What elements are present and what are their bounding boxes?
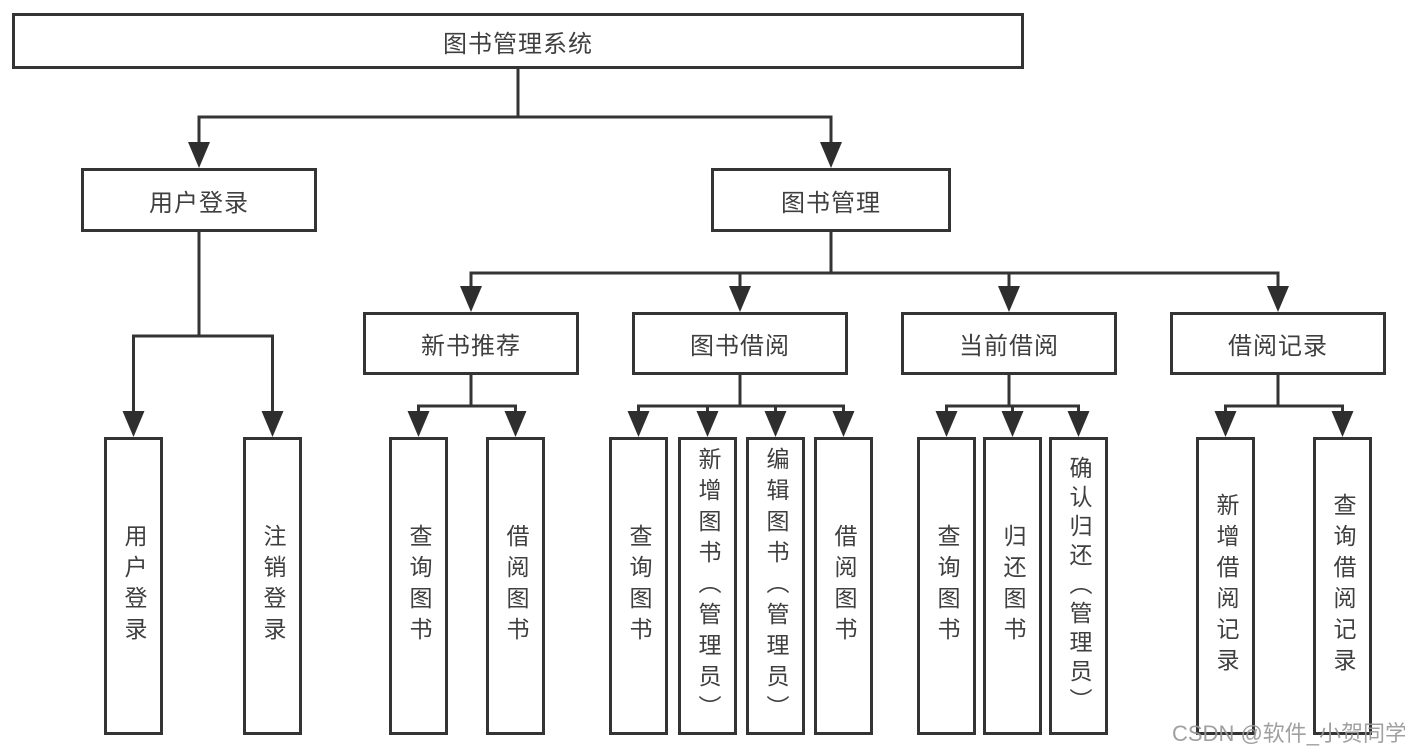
node-user-login-label: 用户登录 [149,189,249,217]
node-user-login: 用户登录 [81,168,317,232]
node-new-book-recommend: 新书推荐 [363,312,579,375]
leaf-return-books: 归还图书 [983,437,1042,735]
leaf-add-borrow-record: 新增借阅记录 [1196,437,1255,735]
leaf-edit-book-admin-label: 编辑图书（管理员） [763,446,789,726]
leaf-user-login-label: 用户登录 [121,524,147,648]
leaf-borrow-books-borrow-label: 借阅图书 [831,524,857,648]
leaf-query-books-current-label: 查询图书 [934,524,960,648]
leaf-borrow-books-recommend: 借阅图书 [486,437,545,735]
leaf-add-book-admin: 新增图书（管理员） [678,437,737,735]
leaf-logout-label: 注销登录 [260,524,286,648]
leaf-borrow-books-borrow: 借阅图书 [814,437,873,735]
node-current-borrow: 当前借阅 [901,312,1117,375]
leaf-query-borrow-record-label: 查询借阅记录 [1330,493,1356,679]
leaf-edit-book-admin: 编辑图书（管理员） [746,437,805,735]
leaf-add-borrow-record-label: 新增借阅记录 [1213,493,1239,679]
node-root: 图书管理系统 [12,13,1024,69]
leaf-query-borrow-record: 查询借阅记录 [1313,437,1372,735]
leaf-logout: 注销登录 [243,437,302,735]
node-root-label: 图书管理系统 [443,30,593,58]
leaf-confirm-return-admin: 确认归还（管理员） [1049,437,1108,735]
leaf-confirm-return-admin-label: 确认归还（管理员） [1066,455,1092,717]
node-book-borrow: 图书借阅 [632,312,848,375]
watermark: CSDN @软件_小贺同学 [1172,721,1405,746]
node-borrow-records: 借阅记录 [1170,312,1386,375]
leaf-query-books-borrow-label: 查询图书 [626,524,652,648]
node-new-book-recommend-label: 新书推荐 [421,333,521,360]
node-current-borrow-label: 当前借阅 [959,333,1059,360]
leaf-user-login: 用户登录 [104,437,163,735]
leaf-query-books-recommend-label: 查询图书 [406,524,432,648]
leaf-borrow-books-recommend-label: 借阅图书 [503,524,529,648]
node-book-management-label: 图书管理 [781,189,881,217]
leaf-query-books-recommend: 查询图书 [389,437,448,735]
leaf-query-books-borrow: 查询图书 [609,437,668,735]
leaf-query-books-current: 查询图书 [917,437,976,735]
node-borrow-records-label: 借阅记录 [1228,333,1328,360]
leaf-add-book-admin-label: 新增图书（管理员） [695,446,721,726]
node-book-borrow-label: 图书借阅 [690,333,790,360]
leaf-return-books-label: 归还图书 [1000,524,1026,648]
node-book-management: 图书管理 [711,168,951,232]
